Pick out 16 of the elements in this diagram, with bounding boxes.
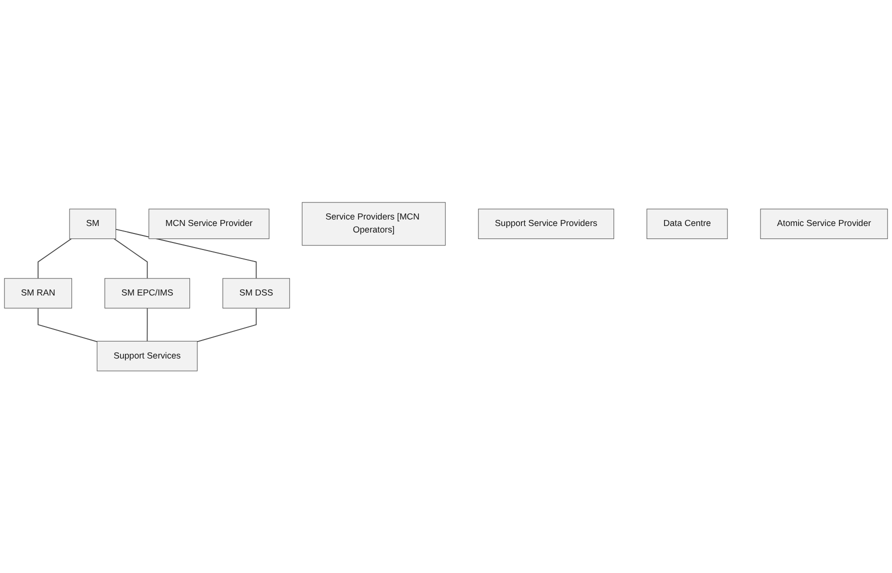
node-box: Atomic Service Provider xyxy=(760,208,888,239)
connector xyxy=(38,308,98,342)
node-box: SM DSS xyxy=(222,278,290,308)
node-box: Support Services xyxy=(96,340,198,372)
connector xyxy=(196,308,257,342)
node-box: SM xyxy=(69,208,116,239)
node-box: MCN Service Provider xyxy=(148,208,270,239)
node-box: Support Service Providers xyxy=(478,208,614,239)
connector xyxy=(38,238,72,279)
node-box: Data Centre xyxy=(646,208,728,239)
node-box: Service Providers [MCN Operators] xyxy=(302,202,446,246)
node-box: SM EPC/IMS xyxy=(104,278,190,308)
connector xyxy=(114,238,148,279)
node-box: SM RAN xyxy=(4,278,72,308)
connector xyxy=(146,308,148,342)
connector xyxy=(115,228,257,279)
